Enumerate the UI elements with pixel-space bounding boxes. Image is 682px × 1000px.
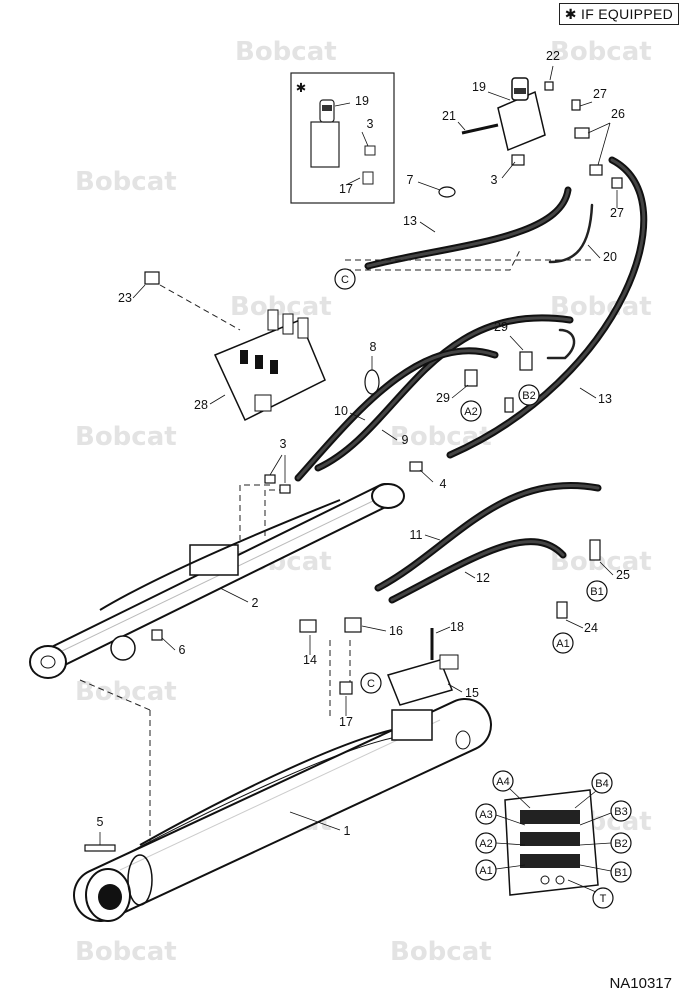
part-label-16: 16 <box>389 624 403 638</box>
cylinder-1 <box>73 698 492 922</box>
part-label-6: 6 <box>179 643 186 657</box>
svg-text:Bobcat: Bobcat <box>390 422 492 452</box>
watermark: Bobcat <box>550 547 652 577</box>
port-a1: A1 <box>479 865 492 877</box>
part-label-19: 19 <box>355 94 369 108</box>
valve-block-19 <box>461 77 546 152</box>
part-label-18: 18 <box>450 620 464 634</box>
hose-11-core <box>376 483 600 590</box>
hoses <box>294 156 648 604</box>
part-label-15: 15 <box>465 686 479 700</box>
port-a3: A3 <box>479 809 492 821</box>
control-valve-28 <box>213 309 326 422</box>
port-a2: A2 <box>479 838 492 850</box>
part-label-9: 9 <box>402 433 409 447</box>
part-label-5: 5 <box>97 815 104 829</box>
svg-text:Bobcat: Bobcat <box>75 937 177 967</box>
part-label-29: 29 <box>436 391 450 405</box>
part-label-22: 22 <box>546 49 560 63</box>
part-label-3: 3 <box>280 437 287 451</box>
port-callouts <box>334 268 608 694</box>
part-label-1: 1 <box>344 824 351 838</box>
part-label-27: 27 <box>593 87 607 101</box>
hose-10-core <box>296 349 497 480</box>
part-label-2: 2 <box>252 596 259 610</box>
fittings <box>84 81 623 852</box>
hose-13-upper-core <box>366 188 570 268</box>
part-label-24: 24 <box>584 621 598 635</box>
part-label-3: 3 <box>367 117 374 131</box>
watermark: Bobcat <box>230 292 332 322</box>
tube-upper <box>546 328 576 360</box>
part-label-26: 26 <box>611 107 625 121</box>
part-labels: 1 2 3 3 3 4 5 6 7 8 9 10 11 12 13 13 14 … <box>97 49 630 838</box>
svg-text:Bobcat: Bobcat <box>230 292 332 322</box>
port-callout-labels: C A2 B2 B1 A1 C <box>341 274 604 690</box>
watermark: Bobcat <box>550 37 652 67</box>
part-label-25: 25 <box>616 568 630 582</box>
svg-text:Bobcat: Bobcat <box>75 677 177 707</box>
watermark: Bobcat <box>390 422 492 452</box>
valve-port-inset: A4 B4 A3 B3 A2 B2 A1 B1 T <box>475 770 632 909</box>
part-label-27: 27 <box>610 206 624 220</box>
watermark: Bobcat <box>75 167 177 197</box>
part-label-8: 8 <box>370 340 377 354</box>
part-label-12: 12 <box>476 571 490 585</box>
svg-text:Bobcat: Bobcat <box>235 37 337 67</box>
port-b1: B1 <box>614 867 627 879</box>
callout-a1: A1 <box>556 638 569 650</box>
callout-a2: A2 <box>464 406 477 418</box>
part-label-13: 13 <box>598 392 612 406</box>
if-equipped-note: ✱ IF EQUIPPED <box>558 3 679 25</box>
svg-text:Bobcat: Bobcat <box>75 422 177 452</box>
part-label-17: 17 <box>339 715 353 729</box>
part-label-17: 17 <box>339 182 353 196</box>
hose-9-core <box>316 316 572 470</box>
watermark: Bobcat <box>75 937 177 967</box>
callout-b1: B1 <box>590 586 603 598</box>
part-label-3: 3 <box>491 173 498 187</box>
port-t: T <box>600 893 607 905</box>
part-label-28: 28 <box>194 398 208 412</box>
part-label-10: 10 <box>334 404 348 418</box>
hose-13-upper <box>364 186 572 270</box>
part-label-20: 20 <box>603 250 617 264</box>
callout-c-mid: C <box>367 678 375 690</box>
svg-text:Bobcat: Bobcat <box>550 37 652 67</box>
part-label-4: 4 <box>440 477 447 491</box>
part-label-21: 21 <box>442 109 456 123</box>
port-b3: B3 <box>614 806 627 818</box>
watermark: Bobcat <box>235 37 337 67</box>
port-b2: B2 <box>614 838 627 850</box>
label-leaders <box>99 65 618 845</box>
part-label-29: 29 <box>494 320 508 334</box>
part-label-11: 11 <box>410 528 423 542</box>
svg-text:Bobcat: Bobcat <box>390 937 492 967</box>
port-b4: B4 <box>595 778 608 790</box>
hose-13-long-core <box>448 158 646 457</box>
watermark: Bobcat <box>75 677 177 707</box>
hose-12-core <box>390 540 565 602</box>
watermark: Bobcat <box>390 937 492 967</box>
callout-b2: B2 <box>522 390 535 402</box>
part-label-14: 14 <box>303 653 317 667</box>
drawing-id: NA10317 <box>609 975 672 992</box>
cylinder-2 <box>29 483 405 679</box>
inset-marker: ✱ <box>296 81 307 95</box>
port-a4: A4 <box>496 776 509 788</box>
watermark: Bobcat <box>75 422 177 452</box>
part-label-13: 13 <box>403 214 417 228</box>
part-label-7: 7 <box>407 173 414 187</box>
optional-parts-inset: ✱ <box>290 72 395 204</box>
svg-text:Bobcat: Bobcat <box>75 167 177 197</box>
part-label-19: 19 <box>472 80 486 94</box>
svg-text:Bobcat: Bobcat <box>550 547 652 577</box>
valve-block-15 <box>386 628 459 706</box>
part-label-23: 23 <box>118 291 132 305</box>
tube-20 <box>548 203 594 264</box>
callout-c-top: C <box>341 274 349 286</box>
